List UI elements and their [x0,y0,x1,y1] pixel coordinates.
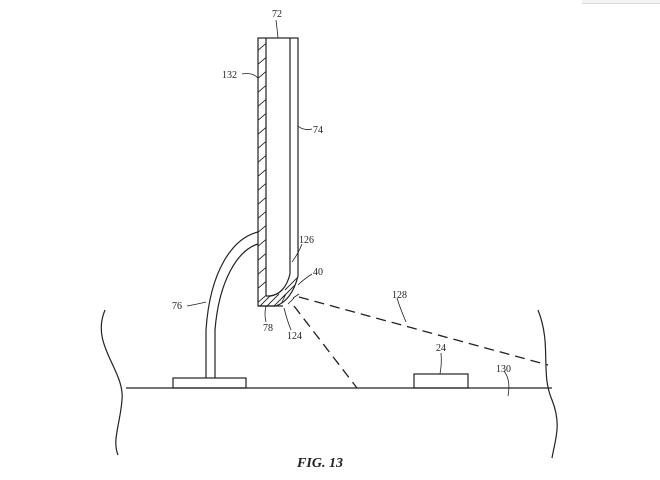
ref-72: 72 [272,9,282,20]
light-rays-128 [281,293,549,389]
figure-caption: FIG. 13 [296,456,343,471]
connector-pad [172,377,247,389]
ref-76: 76 [172,301,182,312]
ref-24: 24 [436,343,446,354]
ref-78: 78 [263,323,273,334]
stylus-tip-outline [258,270,299,307]
cable-76 [205,231,259,378]
hatched-shell-132 [258,42,266,303]
window-edge-strip [582,0,660,4]
ref-74: 74 [313,125,323,136]
ref-126: 126 [299,235,314,246]
leader-lines [186,19,510,397]
surface-right-break [537,309,558,459]
surface-130 [100,309,558,459]
surface-left-break [100,309,123,456]
ref-128: 128 [392,290,407,301]
stylus-outline [257,37,299,307]
stylus-body [257,37,300,308]
ref-40: 40 [313,267,323,278]
ref-132: 132 [222,70,237,81]
ref-130: 130 [496,364,511,375]
ref-124: 124 [287,331,302,342]
sensor-pad-24 [413,373,469,389]
